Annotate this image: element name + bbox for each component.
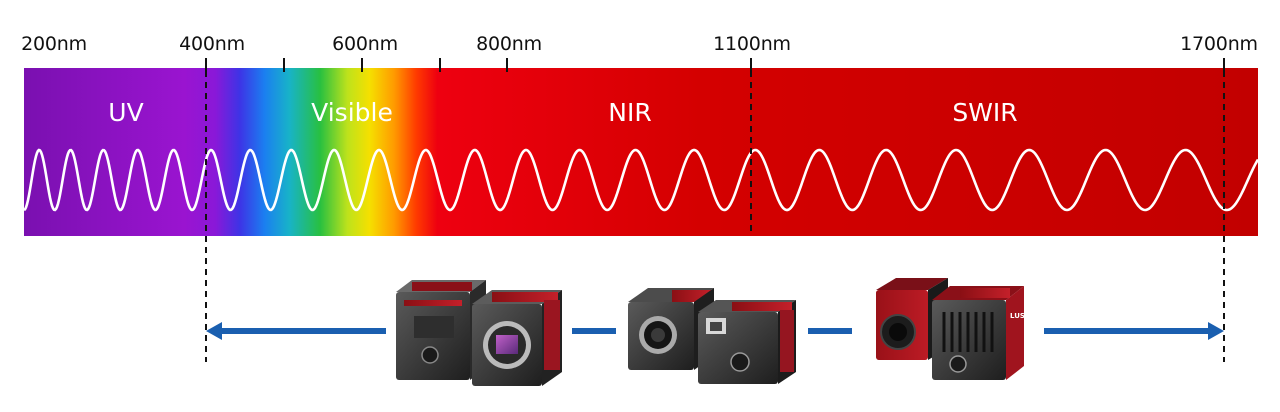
industrial-camera-icon	[698, 300, 796, 384]
industrial-camera-icon	[472, 290, 562, 386]
wave-line	[23, 148, 1260, 212]
band-label-nir: NIR	[608, 98, 652, 127]
scale-label-200nm: 200nm	[21, 33, 87, 55]
camera-group-nir	[628, 288, 796, 384]
arrow-right-head	[1208, 322, 1224, 340]
band-label-visible: Visible	[311, 98, 393, 127]
camera-group-uv-visible	[396, 280, 562, 386]
camera-group-swir: LUSTER	[876, 278, 1040, 380]
band-label-swir: SWIR	[952, 98, 1018, 127]
swir-camera-icon: LUSTER	[932, 286, 1040, 380]
scale-label-800nm: 800nm	[476, 33, 542, 55]
range-arrow	[206, 322, 1224, 340]
guide-lines	[205, 60, 1225, 362]
scale-label-1100nm: 1100nm	[713, 33, 791, 55]
camera-brand-logo: LUSTER	[1010, 312, 1040, 320]
band-label-uv: UV	[108, 98, 144, 127]
scale-label-600nm: 600nm	[332, 33, 398, 55]
arrow-left-head	[206, 322, 222, 340]
industrial-camera-icon	[628, 288, 714, 370]
scale-label-1700nm: 1700nm	[1180, 33, 1258, 55]
scale-label-400nm: 400nm	[179, 33, 245, 55]
